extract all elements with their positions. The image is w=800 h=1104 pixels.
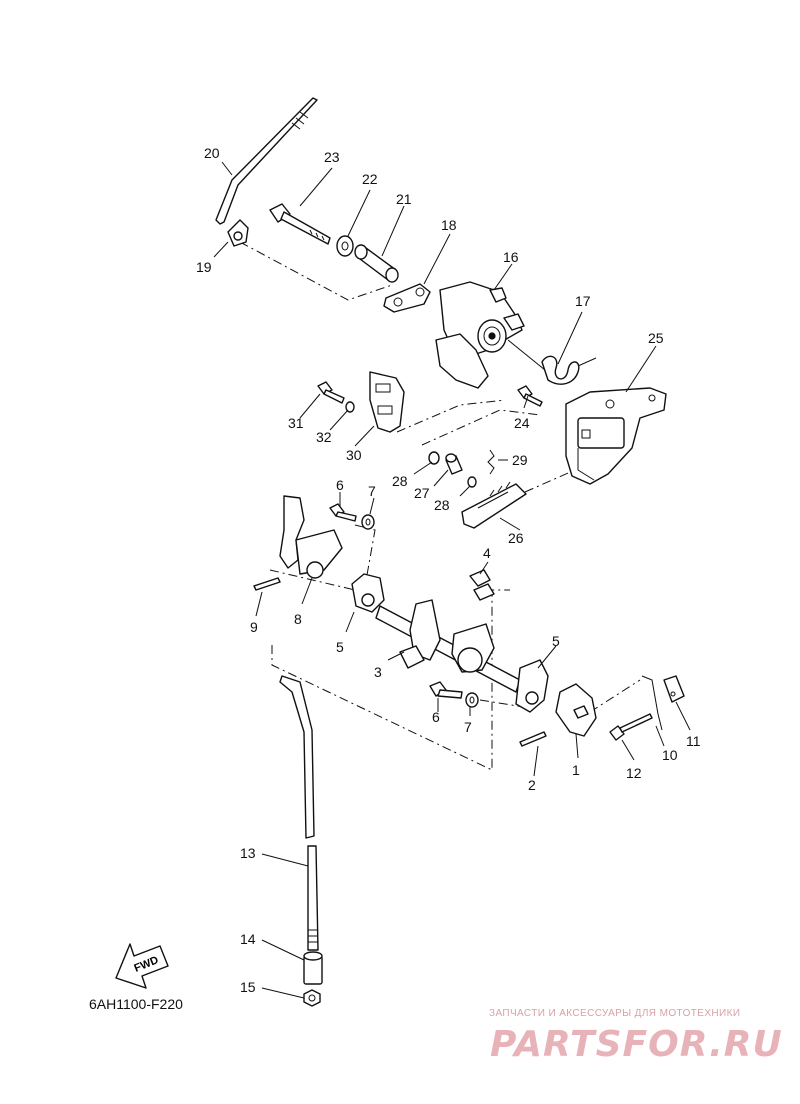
callout-28b: 28 bbox=[434, 497, 450, 513]
washer-28b bbox=[467, 476, 477, 488]
callout-30: 30 bbox=[346, 447, 362, 463]
callout-3: 3 bbox=[374, 664, 382, 680]
pin-29 bbox=[487, 449, 495, 475]
callout-22: 22 bbox=[362, 171, 378, 187]
leader-lines bbox=[213, 161, 691, 999]
drawing-code: 6AH1100-F220 bbox=[89, 996, 183, 1012]
callout-12: 12 bbox=[626, 765, 642, 781]
rod-20 bbox=[215, 97, 318, 225]
lever-1 bbox=[555, 683, 597, 737]
callout-28a: 28 bbox=[392, 473, 408, 489]
callout-19: 19 bbox=[196, 259, 212, 275]
callout-13: 13 bbox=[240, 845, 256, 861]
rod-13 bbox=[279, 675, 319, 951]
link-18 bbox=[383, 283, 431, 313]
sleeve-14 bbox=[303, 951, 323, 985]
washer-7a bbox=[361, 514, 375, 530]
callout-15: 15 bbox=[240, 979, 256, 995]
rod-clip-19 bbox=[227, 219, 249, 247]
callout-16: 16 bbox=[503, 249, 519, 265]
throttle-cam-16 bbox=[435, 281, 525, 389]
bracket-25 bbox=[565, 387, 667, 485]
callout-21: 21 bbox=[396, 191, 412, 207]
callout-27: 27 bbox=[414, 485, 430, 501]
collar-21 bbox=[354, 244, 399, 283]
bolt-24 bbox=[517, 385, 543, 407]
shift-shaft-3 bbox=[375, 599, 521, 693]
callout-20: 20 bbox=[204, 145, 220, 161]
callout-2: 2 bbox=[528, 777, 536, 793]
joint-5a bbox=[351, 573, 385, 613]
callout-9: 9 bbox=[250, 619, 258, 635]
spring-17 bbox=[507, 339, 597, 385]
callout-10: 10 bbox=[662, 747, 678, 763]
callout-14: 14 bbox=[240, 931, 256, 947]
callout-7b: 7 bbox=[464, 719, 472, 735]
slide-26 bbox=[461, 481, 527, 529]
bolt-6b bbox=[429, 681, 463, 699]
callout-29: 29 bbox=[512, 452, 528, 468]
bolt-12 bbox=[609, 713, 653, 741]
bolt-6a bbox=[329, 503, 357, 522]
callout-25: 25 bbox=[648, 330, 664, 346]
callout-18: 18 bbox=[441, 217, 457, 233]
callout-6a: 6 bbox=[336, 477, 344, 493]
shift-lever-8 bbox=[279, 495, 343, 579]
fwd-arrow-icon: FWD bbox=[115, 943, 169, 989]
joint-5b bbox=[515, 659, 549, 713]
wire-10 bbox=[641, 675, 663, 731]
callout-6b: 6 bbox=[432, 709, 440, 725]
callout-8: 8 bbox=[294, 611, 302, 627]
callout-5b: 5 bbox=[552, 633, 560, 649]
pin-2 bbox=[519, 731, 547, 747]
callout-5a: 5 bbox=[336, 639, 344, 655]
washer-32 bbox=[345, 401, 355, 413]
bracket-30 bbox=[369, 371, 405, 433]
watermark-tagline: ЗАПЧАСТИ И АКСЕССУАРЫ ДЛЯ МОТОТЕХНИКИ bbox=[489, 1008, 741, 1019]
callouts: 20 19 23 22 21 18 16 17 25 24 31 32 30 2… bbox=[196, 145, 701, 995]
callout-23: 23 bbox=[324, 149, 340, 165]
callout-17: 17 bbox=[575, 293, 591, 309]
callout-31: 31 bbox=[288, 415, 304, 431]
washer-7b bbox=[465, 692, 479, 708]
callout-1: 1 bbox=[572, 762, 580, 778]
bolt-31 bbox=[317, 381, 345, 404]
pin-9 bbox=[253, 577, 281, 591]
washer-22 bbox=[336, 235, 354, 257]
plate-11 bbox=[663, 675, 685, 703]
nut-15 bbox=[303, 989, 321, 1007]
callout-24: 24 bbox=[514, 415, 530, 431]
callout-7a: 7 bbox=[368, 483, 376, 499]
callout-32: 32 bbox=[316, 429, 332, 445]
callout-4: 4 bbox=[483, 545, 491, 561]
washer-28a bbox=[428, 451, 440, 465]
callout-11: 11 bbox=[686, 733, 701, 749]
collar-27 bbox=[445, 453, 463, 475]
watermark-logo: PARTSFOR.RU bbox=[490, 1024, 783, 1065]
bolt-23 bbox=[269, 203, 331, 245]
clip-4 bbox=[469, 569, 495, 601]
callout-26: 26 bbox=[508, 530, 524, 546]
